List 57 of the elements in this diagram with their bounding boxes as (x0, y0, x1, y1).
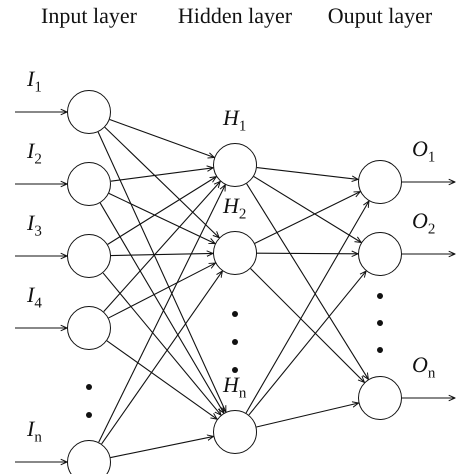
neuron-circle (67, 90, 111, 134)
neuron-label: I$_{2}$ (27, 140, 42, 168)
neuron-label: I$_{3}$ (27, 212, 42, 240)
arrow (246, 183, 369, 380)
layer-heading: Input layer (40, 4, 138, 28)
neuron-label: I$_{1}$ (27, 68, 42, 96)
arrow (100, 202, 224, 414)
arrow (402, 178, 456, 186)
neuron-label: O$_{1}$ (412, 138, 436, 166)
neuron-circle (358, 376, 402, 420)
arrow (102, 272, 222, 416)
neuron-circle (213, 143, 257, 187)
arrow (101, 270, 223, 444)
arrow (110, 434, 214, 458)
arrow (15, 108, 68, 116)
neuron-label: O$_{n}$ (412, 354, 436, 382)
arrow (98, 184, 226, 442)
neuron-label: H$_{1}$ (223, 107, 246, 134)
arrow (110, 250, 214, 257)
arrow (103, 180, 221, 312)
arrow (15, 458, 68, 466)
arrow (257, 250, 358, 258)
arrow (402, 394, 456, 402)
neuron-circle (213, 231, 257, 275)
arrow (106, 340, 218, 420)
neuron-circle (213, 410, 257, 454)
neuron-circle (67, 306, 111, 350)
arrow (402, 250, 456, 258)
arrow (246, 200, 370, 414)
neuron-circle (358, 232, 402, 276)
layer-heading: Ouput layer (326, 4, 434, 28)
neuron-circle (67, 162, 111, 206)
neuron-circle (67, 234, 111, 278)
neuron-circle (67, 440, 111, 474)
neuron-label: I$_{4}$ (27, 284, 42, 312)
arrow (110, 118, 215, 158)
arrow (108, 192, 216, 244)
arrow (15, 252, 68, 260)
neuron-label: I$_{n}$ (27, 418, 42, 446)
arrow (253, 176, 362, 243)
arrow (250, 268, 365, 383)
layer-heading: Hidden layer (176, 4, 294, 28)
arrow (15, 180, 68, 188)
arrow (108, 262, 216, 318)
arrow (256, 401, 360, 428)
arrow (15, 324, 68, 332)
arrow (98, 132, 226, 412)
arrow (256, 167, 359, 182)
arrow (104, 126, 220, 238)
arrow (107, 176, 217, 245)
neuron-circle (358, 160, 402, 204)
arrow (248, 270, 367, 416)
arrow (110, 165, 214, 182)
neuron-label: H$_{n}$ (223, 374, 246, 402)
neuron-label: H$_{2}$ (223, 195, 246, 222)
neuron-label: O$_{2}$ (412, 210, 436, 238)
arrow (254, 191, 361, 244)
